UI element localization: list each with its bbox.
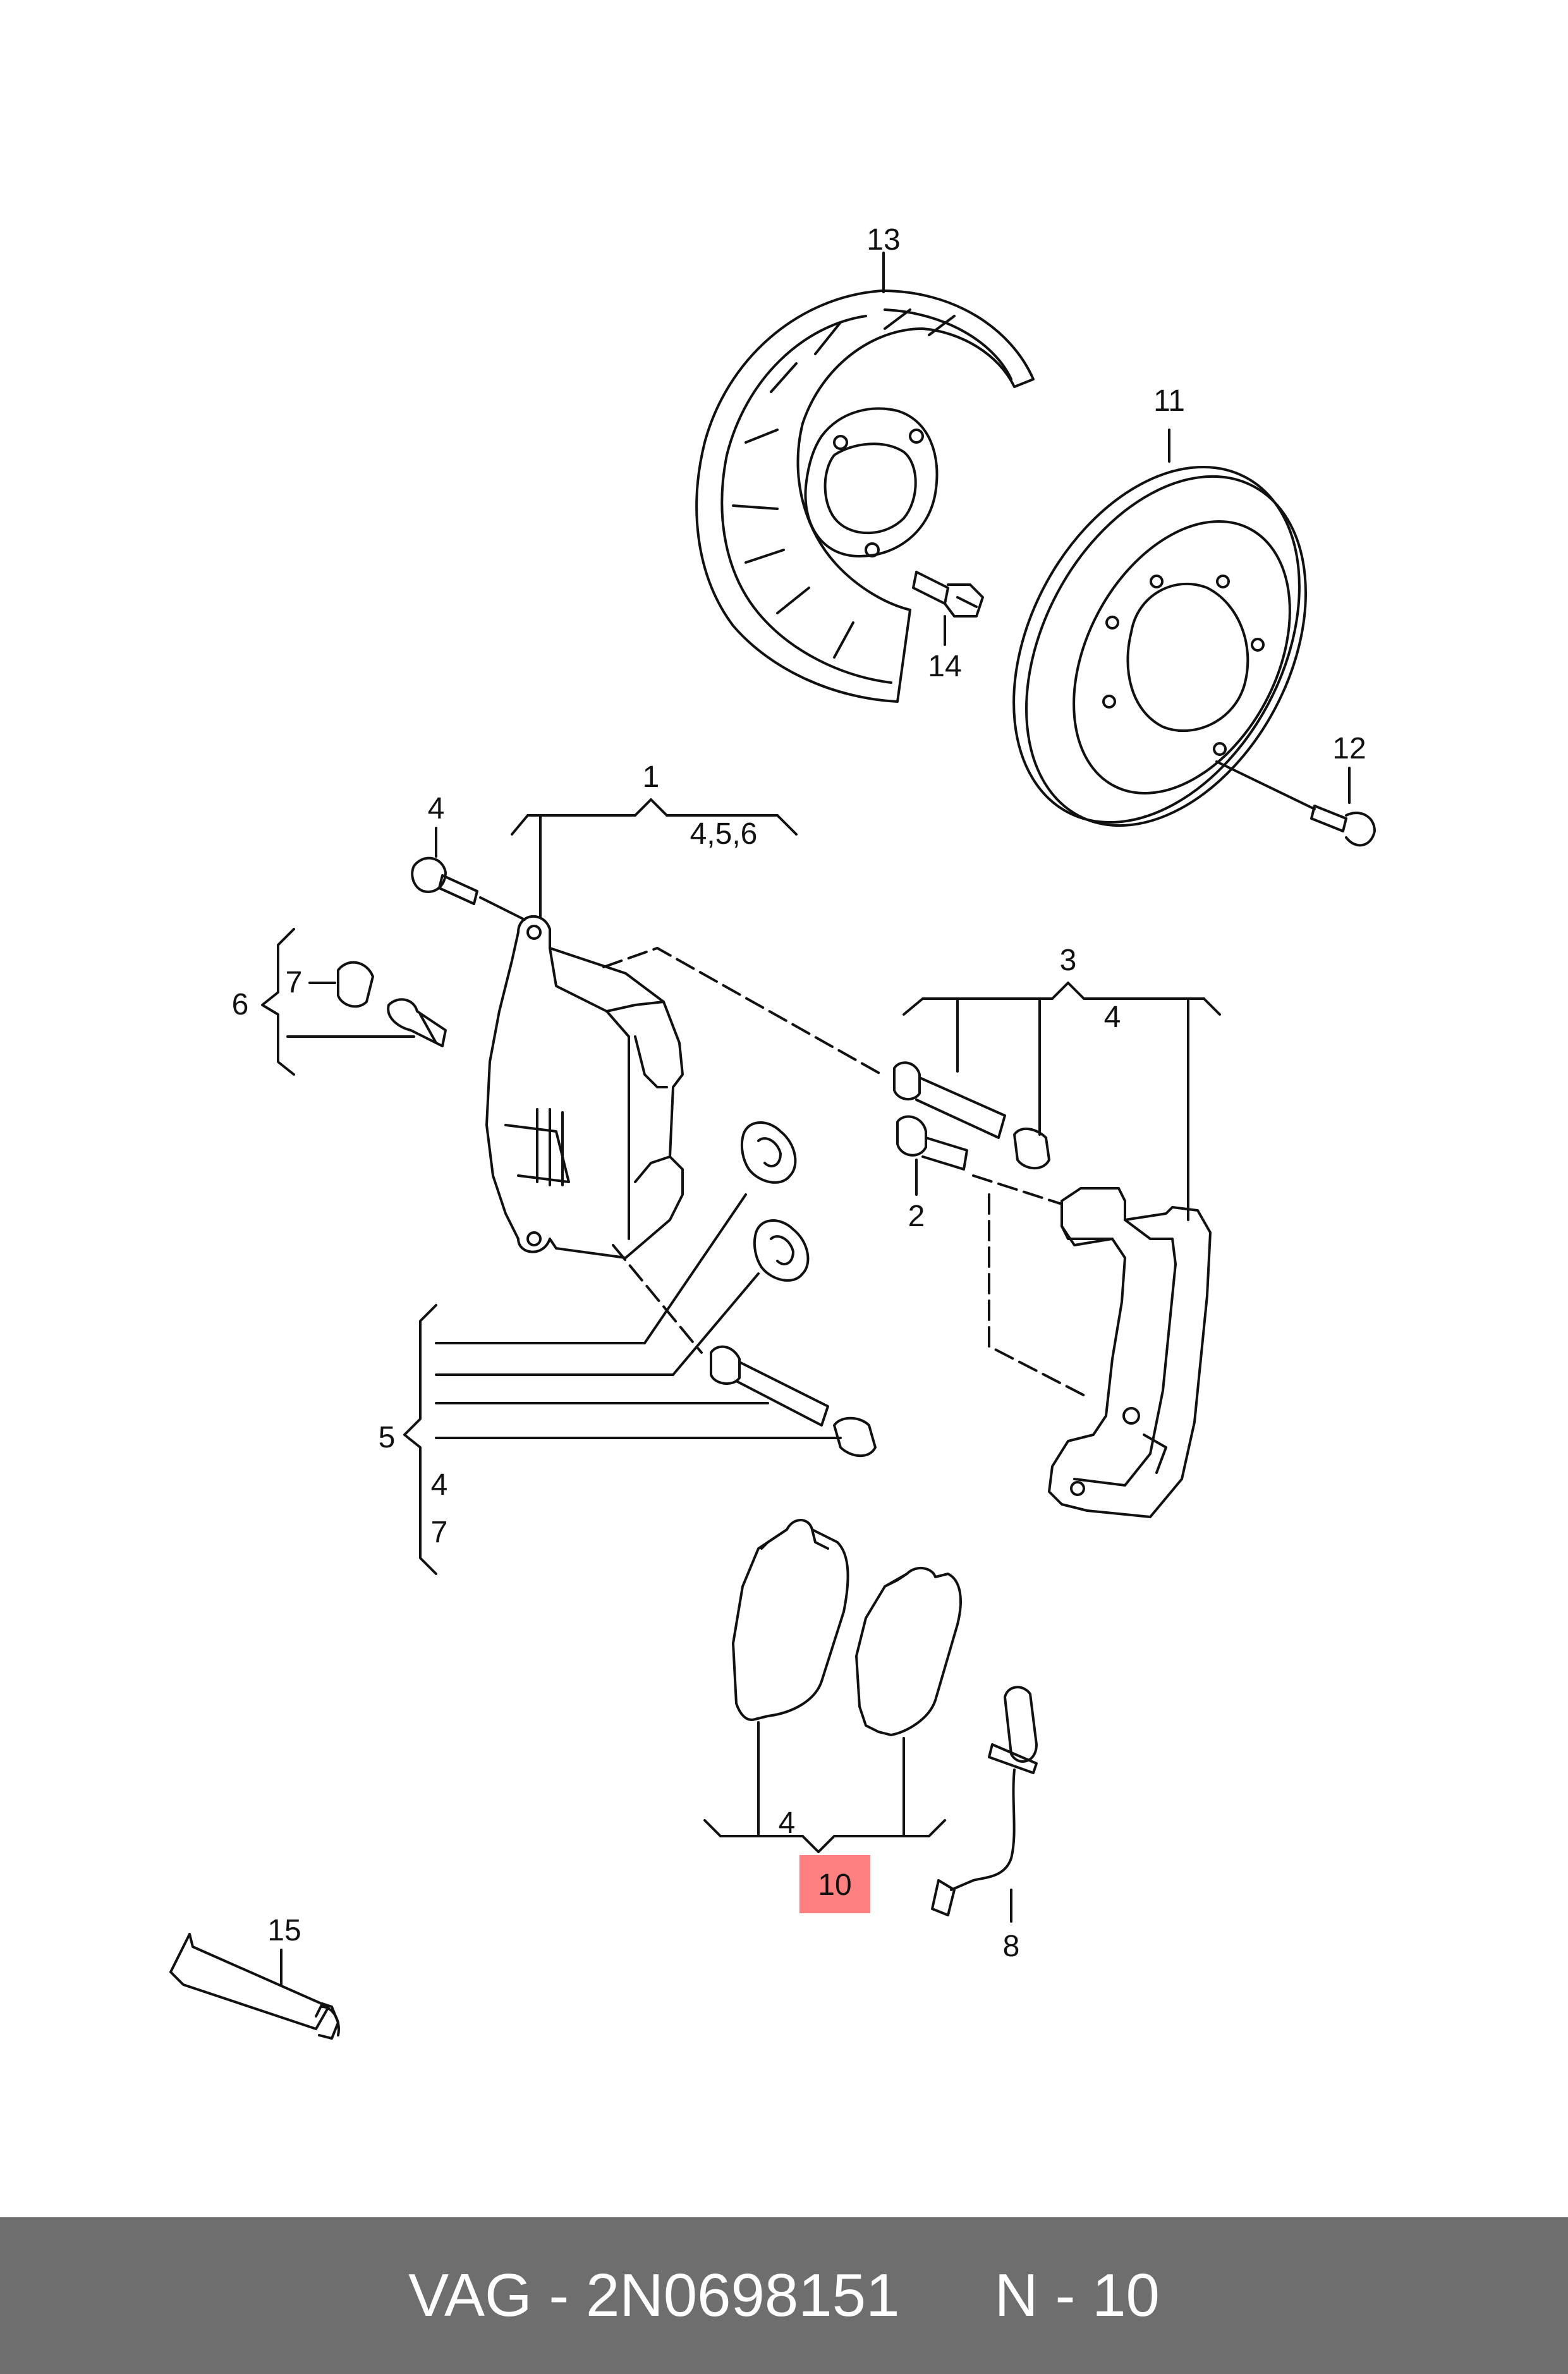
- bracket-1: [511, 798, 798, 918]
- bracket-5: [403, 1304, 437, 1575]
- leader-12: [1215, 760, 1316, 810]
- bracket-3: [903, 982, 1221, 1221]
- caliper-carrier-drawing: [1048, 1187, 1212, 1518]
- callout-14[interactable]: 14: [928, 650, 961, 683]
- callout-12[interactable]: 12: [1332, 732, 1366, 765]
- caliper-body-drawing: [485, 915, 684, 1259]
- callout-5-sub-a: 4: [431, 1468, 448, 1502]
- callout-3[interactable]: 3: [1060, 944, 1077, 977]
- bleeder-screw-drawing: [387, 998, 447, 1047]
- callout-2[interactable]: 2: [908, 1200, 925, 1233]
- dashed-guide-1: [602, 947, 883, 1076]
- callout-4-bolt[interactable]: 4: [428, 792, 445, 825]
- dashed-guide-4: [612, 1244, 703, 1354]
- caliper-bolt-drawing: [411, 856, 478, 905]
- bleeder-cap-drawing: [337, 961, 374, 1008]
- guide-pin-drawing: [893, 1061, 1006, 1139]
- brake-pad-a-drawing: [732, 1519, 849, 1721]
- seal-ring-b-drawing: [753, 1219, 810, 1282]
- brake-disc-drawing: [1012, 465, 1307, 827]
- brake-pad-b-drawing: [855, 1567, 962, 1736]
- callout-3-sub: 4: [1104, 1001, 1121, 1034]
- leader-bolt-caliper: [479, 896, 526, 921]
- wear-sensor-drawing: [931, 1686, 1038, 1916]
- slide-pin-drawing: [710, 1345, 829, 1427]
- callout-11[interactable]: 11: [1153, 384, 1185, 418]
- callout-10[interactable]: 10: [818, 1868, 851, 1902]
- guide-cap-drawing: [1013, 1127, 1050, 1170]
- dashed-guide-2: [988, 1193, 1088, 1398]
- seal-ring-a-drawing: [740, 1121, 797, 1184]
- bolt-12-drawing: [1310, 805, 1376, 847]
- callout-7[interactable]: 7: [286, 966, 303, 999]
- callout-10-sub: 4: [779, 1806, 796, 1840]
- slide-cap-drawing: [833, 1416, 877, 1458]
- dashed-guide-3: [972, 1174, 1063, 1205]
- callout-15[interactable]: 15: [267, 1914, 301, 1947]
- callout-1-sub: 4,5,6: [690, 817, 758, 851]
- guide-bolt-drawing: [896, 1115, 968, 1171]
- callout-8[interactable]: 8: [1003, 1930, 1020, 1963]
- part-number-footer: VAG - 2N0698151 N - 10: [0, 2217, 1568, 2374]
- grease-tube-drawing: [169, 1933, 340, 2040]
- bracket-10: [703, 1819, 946, 1853]
- bracket-6: [261, 928, 295, 1076]
- callout-6[interactable]: 6: [232, 988, 249, 1021]
- part-number-label: VAG - 2N0698151: [408, 2261, 900, 2329]
- dust-shield-drawing: [695, 289, 1035, 703]
- callout-5[interactable]: 5: [379, 1421, 396, 1454]
- callout-13[interactable]: 13: [866, 223, 900, 257]
- callout-1[interactable]: 1: [643, 760, 660, 794]
- callout-5-sub-b: 7: [431, 1516, 448, 1549]
- bolt-14-drawing: [912, 571, 984, 618]
- diagram-position-label: N - 10: [994, 2261, 1160, 2329]
- highlight-box-10: [799, 1855, 870, 1913]
- brake-assembly-diagram: 13 11 14 12 1 4,5,6 4 7 6 3 4 2 5 4 7 4 …: [169, 223, 1376, 2040]
